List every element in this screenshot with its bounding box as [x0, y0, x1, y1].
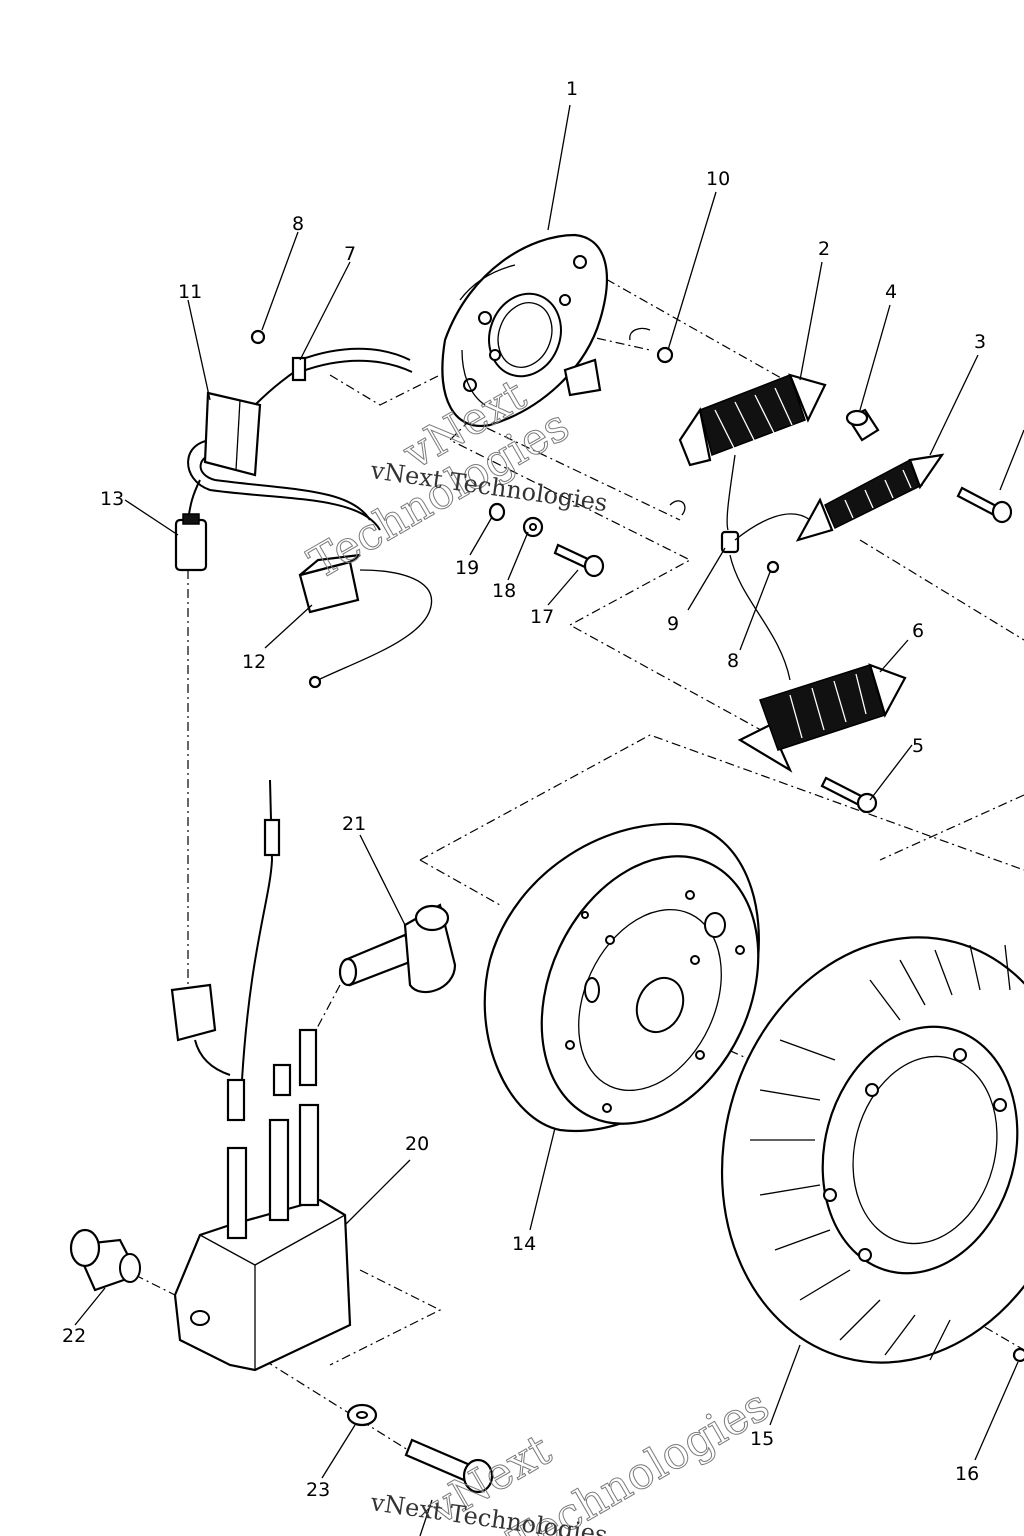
rubber-cap-22: [69, 1228, 141, 1292]
callout-10: 10: [706, 168, 730, 190]
flywheel-rotor: [483, 822, 760, 1133]
spark-plug-cap: [338, 903, 457, 994]
screw-8-lower: [766, 560, 780, 574]
callout-6: 6: [912, 620, 924, 642]
callout-18: 18: [492, 580, 516, 602]
callout-14: 14: [512, 1233, 536, 1255]
callout-21: 21: [342, 813, 366, 835]
cooling-fan: [720, 936, 1024, 1364]
callout-5: 5: [912, 735, 924, 757]
pulser-coil: [737, 663, 907, 773]
rectifier-12: [298, 553, 361, 689]
callout-11: 11: [178, 281, 202, 303]
harness-clamp: [291, 356, 307, 382]
nut-10: [629, 327, 674, 364]
bolt-ignition-coil: [404, 1438, 494, 1494]
ignition-coil: [170, 779, 352, 1372]
screw-pulser: [820, 776, 878, 814]
callout-20: 20: [405, 1133, 429, 1155]
callout-16: 16: [955, 1463, 979, 1485]
callout-8-upper: 8: [292, 213, 304, 235]
callout-7: 7: [344, 243, 356, 265]
wire-clamp: [669, 454, 811, 681]
callout-numbers: 1 2 3 4 5 6 7 8 8 9 10 11 12 13 14 15 16…: [62, 78, 986, 1501]
charging-coil: [678, 373, 827, 467]
callout-8-lower: 8: [727, 650, 739, 672]
lighting-coil: [795, 453, 945, 542]
leader-lines: [74, 104, 1024, 1536]
callout-22: 22: [62, 1325, 86, 1347]
stator-base-plate: [441, 233, 608, 428]
callout-12: 12: [242, 651, 266, 673]
screw-washer-set: [488, 502, 605, 578]
callout-23: 23: [306, 1479, 330, 1501]
connector-13: [174, 513, 208, 572]
callout-1: 1: [566, 78, 578, 100]
screw-8-upper: [250, 329, 266, 345]
callout-9: 9: [667, 613, 679, 635]
callout-2: 2: [818, 238, 830, 260]
washer-23: [346, 1403, 378, 1427]
callout-13: 13: [100, 488, 124, 510]
bolt-16: [1012, 1347, 1024, 1363]
screw-coil-mount: [956, 486, 1013, 524]
callout-17: 17: [530, 606, 554, 628]
callout-19: 19: [455, 557, 479, 579]
callout-4: 4: [885, 281, 897, 303]
cdi-module: [203, 391, 262, 477]
spacer-collar: [845, 408, 880, 442]
callout-3: 3: [974, 331, 986, 353]
callout-15: 15: [750, 1428, 774, 1450]
